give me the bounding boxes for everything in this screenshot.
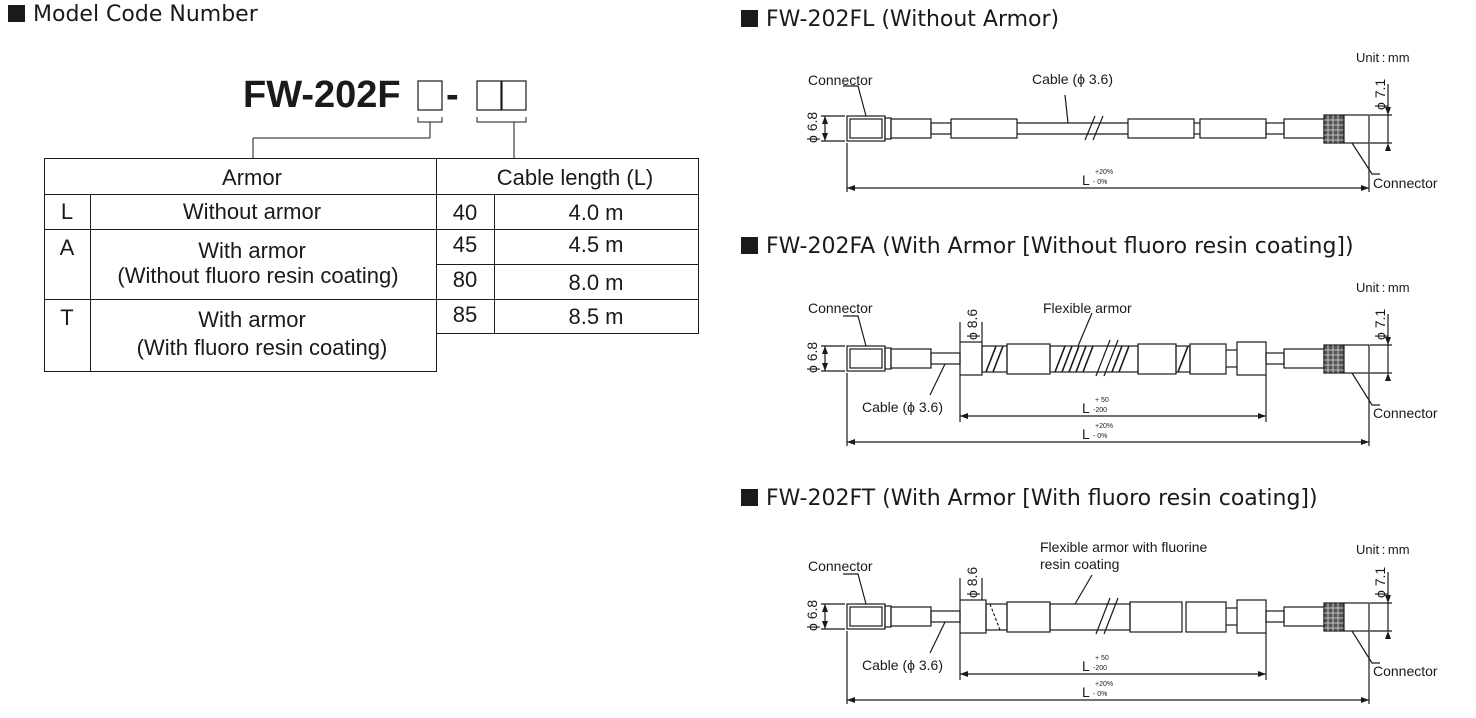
armor-desc-T-line2: (With fluoro resin coating) — [137, 335, 388, 360]
fl-dia-left-label: ϕ 6.8 — [804, 112, 820, 143]
ft-flexible-armor — [1049, 603, 1131, 631]
armor-desc-T-line1: With armor — [198, 307, 306, 332]
fl-heading-text: FW-202FL (Without Armor) — [766, 7, 1060, 32]
fa-cable-label: Cable (ϕ 3.6) — [862, 399, 943, 415]
length-value-45: 4.5 m — [568, 232, 623, 257]
cable-length-header: Cable length (L) — [497, 165, 654, 190]
fl-unit-label: Unit : mm — [1356, 50, 1410, 65]
ft-armor-length-label: L — [1082, 658, 1090, 674]
fa-armor-label: Flexible armor — [1043, 300, 1132, 316]
code-prefix: FW-202F — [243, 74, 401, 116]
ft-dia-left-label: ϕ 6.8 — [804, 600, 820, 631]
fa-connector-right-body — [1343, 344, 1370, 374]
bullet-square-icon — [741, 10, 758, 27]
fa-heading-text: FW-202FA (With Armor [Without fluoro res… — [766, 234, 1354, 259]
fa-armor-tol-plus: + 50 — [1095, 397, 1109, 404]
ft-armor-band-1 — [1006, 601, 1051, 633]
ft-cable-label: Cable (ϕ 3.6) — [862, 657, 943, 673]
code-box-length-1 — [476, 80, 502, 111]
armor-desc-L: Without armor — [183, 199, 321, 224]
fa-length-label: L — [1082, 426, 1090, 442]
ft-connector-right-label: Connector — [1373, 663, 1438, 679]
armor-code-L: L — [61, 199, 73, 224]
ft-boot-right — [1283, 606, 1325, 627]
length-value-40: 4.0 m — [568, 200, 623, 225]
ft-armor-end-left — [959, 599, 987, 634]
ft-connector-left-label: Connector — [808, 558, 873, 574]
length-value-85: 8.5 m — [568, 304, 623, 329]
model-code-heading: Model Code Number — [8, 2, 258, 27]
armor-desc-A-line1: With armor — [198, 238, 306, 263]
ft-armor-tol-minus: -200 — [1093, 665, 1107, 672]
code-box-length-2 — [501, 80, 527, 111]
fl-connector-right-label: Connector — [1373, 175, 1438, 191]
ft-armor-tol-plus: + 50 — [1095, 655, 1109, 662]
ft-tol-plus: +20% — [1095, 681, 1113, 688]
fa-tol-plus: +20% — [1095, 423, 1113, 430]
model-code-table: FW-202F - Armor Cable length (L) L Witho… — [44, 74, 699, 372]
armor-code-A: A — [60, 235, 75, 260]
ft-dia-right-label: ϕ 7.1 — [1372, 567, 1388, 598]
length-code-80: 80 — [453, 267, 477, 292]
ft-armor-band-3 — [1185, 601, 1227, 633]
bullet-square-icon — [741, 237, 758, 254]
code-box-armor — [417, 80, 443, 111]
fl-connector-left-inner — [849, 118, 883, 139]
ft-heading-text: FW-202FT (With Armor [With fluoro resin … — [766, 486, 1318, 511]
length-code-85: 85 — [453, 302, 477, 327]
fl-cable-label: Cable (ϕ 3.6) — [1032, 71, 1113, 87]
fl-tol-minus: - 0% — [1093, 179, 1107, 186]
ft-connector-right-knurl — [1323, 602, 1345, 632]
armor-code-T: T — [60, 305, 73, 330]
fa-armor-tol-minus: -200 — [1093, 407, 1107, 414]
fa-armor-length-label: L — [1082, 400, 1090, 416]
ft-armor-band-2 — [1129, 601, 1183, 633]
model-code-heading-text: Model Code Number — [33, 2, 258, 27]
ft-length-label: L — [1082, 684, 1090, 700]
ft-armor-label-line1: Flexible armor with fluorine — [1040, 539, 1207, 555]
ft-armor-end-right — [1236, 599, 1267, 634]
fl-connector-right-body — [1343, 114, 1370, 144]
code-dash: - — [446, 74, 459, 116]
ft-boot-left — [890, 606, 932, 627]
ft-unit-label: Unit : mm — [1356, 542, 1410, 557]
fl-sleeve-1 — [950, 118, 1018, 139]
ft-armor-label-line2: resin coating — [1040, 556, 1119, 572]
bullet-square-icon — [741, 489, 758, 506]
ft-connector-right-body — [1343, 602, 1370, 632]
ft-heading: FW-202FT (With Armor [With fluoro resin … — [741, 486, 1318, 511]
fa-dia-right-label: ϕ 7.1 — [1372, 309, 1388, 340]
table-grid — [44, 158, 699, 372]
fa-dia-armor-label: ϕ 8.6 — [964, 309, 980, 340]
length-code-40: 40 — [453, 200, 477, 225]
length-value-80: 8.0 m — [568, 270, 623, 295]
fl-tol-plus: +20% — [1095, 169, 1113, 176]
fl-sleeve-2 — [1127, 118, 1195, 139]
armor-header: Armor — [222, 165, 282, 190]
length-code-45: 45 — [453, 232, 477, 257]
ft-tol-minus: - 0% — [1093, 691, 1107, 698]
fa-connector-right-label: Connector — [1373, 405, 1438, 421]
armor-desc-A-line2: (Without fluoro resin coating) — [117, 263, 398, 288]
fa-connector-left-label: Connector — [808, 300, 873, 316]
fa-tol-minus: - 0% — [1093, 433, 1107, 440]
fl-connector-left-label: Connector — [808, 72, 873, 88]
code-brackets — [252, 117, 527, 158]
bullet-square-icon — [8, 5, 25, 22]
fa-heading: FW-202FA (With Armor [Without fluoro res… — [741, 234, 1354, 259]
fa-unit-label: Unit : mm — [1356, 280, 1410, 295]
fa-dia-left-label: ϕ 6.8 — [804, 342, 820, 373]
fa-armor-band-3 — [1189, 343, 1227, 375]
ft-dia-armor-label: ϕ 8.6 — [964, 567, 980, 598]
fl-heading: FW-202FL (Without Armor) — [741, 7, 1059, 32]
fl-dia-right-label: ϕ 7.1 — [1372, 79, 1388, 110]
fl-length-label: L — [1082, 172, 1090, 188]
